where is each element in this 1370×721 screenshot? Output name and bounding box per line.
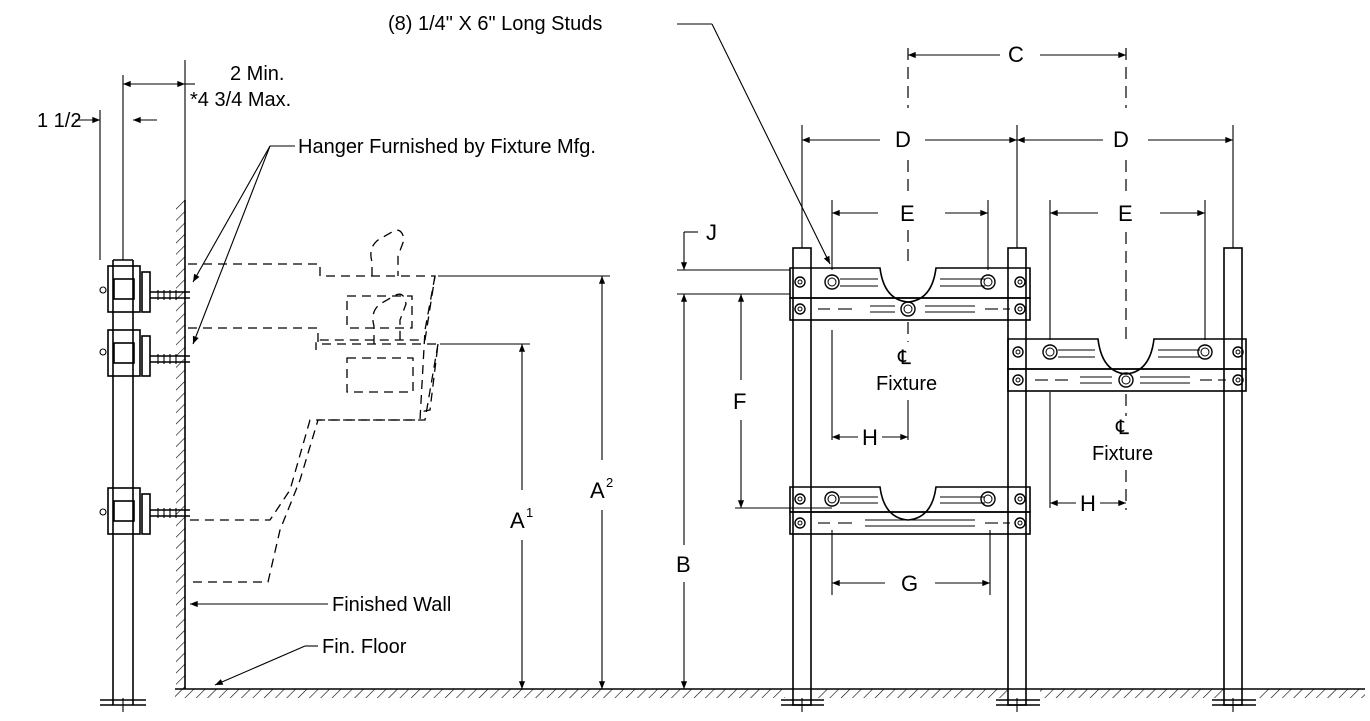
dim-f [735, 294, 832, 509]
dim-e-left-label: E [900, 201, 915, 226]
dim-a1-sup: 1 [526, 505, 533, 520]
dim-b-label: B [676, 552, 691, 577]
dim-d-right [1017, 125, 1234, 248]
bolt-inner [1045, 347, 1055, 357]
studs-bolts [794, 274, 1244, 529]
plate-lower-left [789, 486, 1031, 535]
dim-e-right-label: E [1118, 201, 1133, 226]
dim-g-label: G [901, 571, 918, 596]
bolt-inner [1017, 496, 1023, 502]
bolt [980, 274, 996, 290]
dim-h-left [831, 330, 909, 441]
fixture-upper-outline [188, 229, 436, 521]
bolt-inner [797, 520, 803, 526]
dim-e-left [831, 200, 989, 270]
dim-a2-label: A [590, 478, 605, 503]
bolt-inner [983, 494, 993, 504]
bolt-inner [1200, 347, 1210, 357]
bolt-inner [1015, 349, 1021, 355]
dim-a1 [440, 343, 530, 690]
side-view-carrier [99, 259, 190, 712]
dim-j [677, 231, 790, 295]
bolt-inner [1017, 279, 1023, 285]
bolt [1014, 303, 1026, 315]
finished-wall-label: Finished Wall [332, 594, 451, 616]
centerline-symbol-right: ℄ [1115, 417, 1129, 439]
bolt-inner [797, 496, 803, 502]
dim-d-left [801, 125, 1018, 248]
fin-floor-label: Fin. Floor [322, 636, 407, 658]
dim-h-right-label: H [1080, 491, 1096, 516]
fixture-label-right: Fixture [1092, 443, 1153, 465]
studs-leader [677, 23, 831, 265]
plate-upper-left [789, 267, 1031, 321]
bolt-inner [1015, 377, 1021, 383]
bolt [1014, 493, 1026, 505]
dim-h-right [1049, 392, 1126, 508]
bolt-inner [983, 277, 993, 287]
bolt [1042, 344, 1058, 360]
bolt [794, 517, 806, 529]
bolt-inner [1235, 349, 1241, 355]
dim-a1-label: A [510, 508, 525, 533]
bolt [1232, 374, 1244, 386]
dim-g [831, 530, 991, 595]
bolt [1012, 346, 1024, 358]
dim-h-left-label: H [862, 425, 878, 450]
dim-d-right-label: D [1113, 127, 1129, 152]
bolt [1012, 374, 1024, 386]
fixture-lower-outline [188, 293, 439, 583]
centerlines [907, 48, 1127, 510]
bolt-inner [797, 306, 803, 312]
dim-j-label: J [706, 220, 717, 245]
bolt [1197, 344, 1213, 360]
bolt [824, 491, 840, 507]
dim-e-right [1049, 200, 1206, 340]
dim-c-label: C [1008, 42, 1024, 67]
bolt-inner [1235, 377, 1241, 383]
bolt [980, 491, 996, 507]
bolt [1118, 372, 1134, 388]
bolt-inner [903, 304, 913, 314]
fixture-label-left: Fixture [876, 373, 937, 395]
dim-d-left-label: D [895, 127, 911, 152]
dim-a2 [438, 275, 610, 690]
bolt [1232, 346, 1244, 358]
front-uprights [781, 247, 1256, 712]
min-label: 2 Min. [230, 63, 284, 85]
bolt-inner [827, 277, 837, 287]
dim-one-half [75, 110, 157, 260]
bolt-inner [1017, 306, 1023, 312]
finished-floor [175, 688, 1365, 698]
dim-f-label: F [733, 389, 746, 414]
bolt [1014, 517, 1026, 529]
bolt [1014, 276, 1026, 288]
side-bracket-middle [99, 329, 190, 377]
bolt [794, 493, 806, 505]
bolt-inner [1121, 375, 1131, 385]
dim-a2-sup: 2 [606, 475, 613, 490]
hanger-label: Hanger Furnished by Fixture Mfg. [298, 136, 596, 158]
finished-wall [176, 200, 186, 689]
max-label: *4 3/4 Max. [190, 89, 291, 111]
bolt [794, 303, 806, 315]
dim-min-max [122, 60, 195, 260]
side-bracket-lower [99, 487, 190, 535]
bolt [900, 301, 916, 317]
bolt-inner [827, 494, 837, 504]
studs-label: (8) 1/4" X 6" Long Studs [388, 13, 602, 35]
hanger-leaders [192, 145, 295, 345]
bolt [794, 276, 806, 288]
one-half-label: 1 1/2 [37, 110, 81, 132]
floor-leader [214, 645, 318, 686]
bolt [824, 274, 840, 290]
bolt-inner [1017, 520, 1023, 526]
bolt-inner [797, 279, 803, 285]
centerline-symbol-left: ℄ [897, 347, 911, 369]
